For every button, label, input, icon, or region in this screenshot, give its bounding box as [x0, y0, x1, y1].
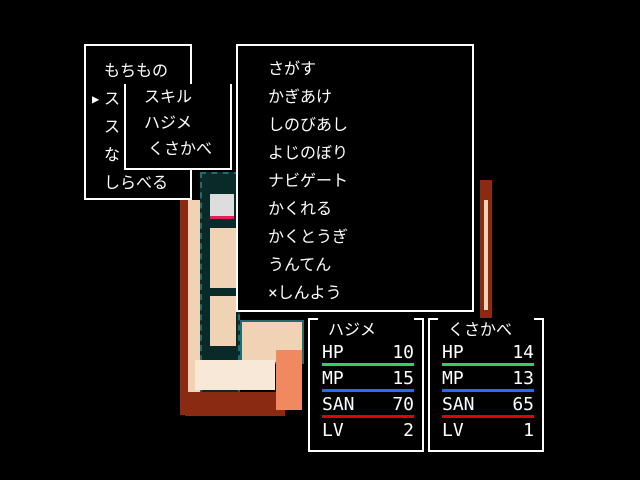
- submenu-item-kusakabe[interactable]: くさかべ: [148, 139, 213, 158]
- mp-stat: MP 15: [322, 366, 414, 392]
- hp-bar: [442, 363, 534, 366]
- skill-item[interactable]: うんてん: [268, 255, 332, 274]
- san-stat: SAN 70: [322, 392, 414, 418]
- mp-stat: MP 13: [442, 366, 534, 392]
- skill-item[interactable]: ×しんよう: [268, 283, 342, 302]
- skill-item[interactable]: しのびあし: [268, 115, 349, 134]
- character-name: くさかべ: [448, 320, 513, 339]
- mp-label: MP: [442, 368, 464, 389]
- lv-stat: LV 1: [442, 418, 534, 444]
- mp-bar: [442, 389, 534, 392]
- san-value: 65: [512, 394, 534, 415]
- lv-stat: LV 2: [322, 418, 414, 444]
- skill-list: さがす かぎあけ しのびあし よじのぼり ナビゲート かくれる かくとうぎ うん…: [236, 44, 474, 312]
- mp-bar: [322, 389, 414, 392]
- san-value: 70: [392, 394, 414, 415]
- menu-item-examine[interactable]: しらべる: [104, 173, 169, 192]
- menu-item-other[interactable]: な: [104, 145, 121, 164]
- lv-label: LV: [442, 420, 464, 441]
- hp-value: 10: [392, 342, 414, 363]
- submenu-item-skill[interactable]: スキル: [144, 87, 193, 106]
- skill-item[interactable]: よじのぼり: [268, 143, 349, 162]
- lv-value: 2: [403, 420, 414, 441]
- menu-item-skill[interactable]: ス: [104, 89, 121, 108]
- lv-label: LV: [322, 420, 344, 441]
- skill-item[interactable]: かくとうぎ: [268, 227, 349, 246]
- mp-value: 15: [392, 368, 414, 389]
- skill-item[interactable]: かぎあけ: [268, 87, 333, 106]
- sub-menu: スキル ハジメ くさかべ: [124, 84, 232, 170]
- san-bar: [322, 415, 414, 418]
- menu-item-status[interactable]: ス: [104, 117, 121, 136]
- bookshelf: [210, 194, 234, 219]
- hp-bar: [322, 363, 414, 366]
- character-name: ハジメ: [328, 320, 377, 339]
- lv-value: 1: [523, 420, 534, 441]
- hp-stat: HP 10: [322, 340, 414, 366]
- hp-value: 14: [512, 342, 534, 363]
- skill-item[interactable]: さがす: [268, 59, 317, 78]
- san-label: SAN: [442, 394, 475, 415]
- hp-label: HP: [322, 342, 344, 363]
- san-bar: [442, 415, 534, 418]
- status-panel-hajime: ハジメ HP 10 MP 15 SAN 70 LV 2: [308, 318, 424, 452]
- mp-value: 13: [512, 368, 534, 389]
- cursor-icon: ▶: [92, 92, 100, 106]
- hp-label: HP: [442, 342, 464, 363]
- submenu-item-hajime[interactable]: ハジメ: [144, 113, 193, 132]
- san-label: SAN: [322, 394, 355, 415]
- san-stat: SAN 65: [442, 392, 534, 418]
- skill-item[interactable]: ナビゲート: [268, 171, 349, 190]
- hp-stat: HP 14: [442, 340, 534, 366]
- skill-item[interactable]: かくれる: [268, 199, 333, 218]
- menu-item-items[interactable]: もちもの: [104, 61, 169, 80]
- mp-label: MP: [322, 368, 344, 389]
- status-panel-kusakabe: くさかべ HP 14 MP 13 SAN 65 LV 1: [428, 318, 544, 452]
